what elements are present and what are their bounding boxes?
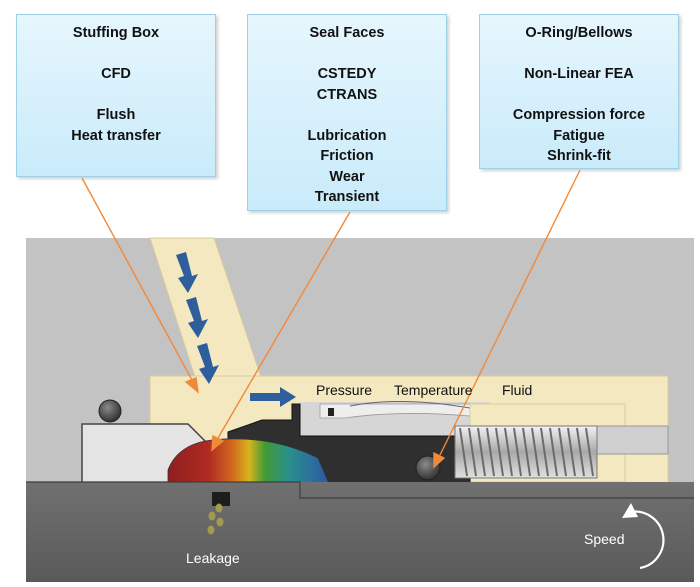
o-ring-top-left [98,399,122,423]
stuffing-box-method: CFD [101,66,131,82]
flow-direction-arrow [250,387,296,407]
oring-bellows-item-compression-force: Compression force [512,107,646,123]
cavity-slot [328,408,334,416]
spring-coil [558,427,567,477]
spring-coil [576,427,585,477]
spring-coil [540,427,549,477]
spring-coil [585,427,594,477]
spring-coil [468,427,477,477]
spring-coil [486,427,495,477]
rotation-arc [629,510,665,570]
stuffing-box-item-heat-transfer: Heat transfer [71,127,161,144]
spring-coil [459,427,468,477]
seal-faces-item-wear: Wear [329,168,365,185]
seal-faces-item-lubrication: Lubrication [307,127,387,144]
shaft [26,482,694,582]
spring-coil [504,427,513,477]
stuffing-box-callout: Stuffing Box CFD Flush Heat transfer [16,14,216,177]
spring-coil [531,427,540,477]
oring-bellows-method: Non-Linear FEA [524,66,634,82]
spring-coil [513,427,522,477]
spring-coil [495,427,504,477]
temperature-label: Temperature [394,382,473,398]
spring-coil [549,427,558,477]
seal-faces-item-friction: Friction [320,148,374,164]
seal-spring [454,425,598,479]
oring-bellows-title: O-Ring/Bellows [525,25,633,41]
sleeve-notch [212,492,230,506]
speed-label: Speed [584,531,624,547]
seal-faces-item-transient: Transient [314,189,380,205]
shaft-step [26,481,694,499]
spring-coil [477,427,486,477]
rotation-arrow-head [622,503,638,518]
seal-faces-method-ctrans: CTRANS [316,86,378,103]
seal-faces-callout: Seal Faces CSTEDY CTRANS Lubrication Fri… [247,14,447,211]
leakage-label: Leakage [186,550,240,566]
fluid-label: Fluid [502,382,532,398]
stuffing-box-item-flush: Flush [96,107,136,123]
seal-faces-method-cstedy: CSTEDY [317,66,377,82]
oring-bellows-item-shrink-fit: Shrink-fit [547,148,611,164]
stuffing-box-title: Stuffing Box [72,25,160,41]
seal-faces-title: Seal Faces [309,25,385,41]
pressure-label: Pressure [316,382,372,398]
spring-coil [567,427,576,477]
spring-coil [522,427,531,477]
oring-bellows-callout: O-Ring/Bellows Non-Linear FEA Compressio… [479,14,679,169]
spring-end-cap [595,425,669,455]
cavity-line [349,400,471,409]
flush-flow-arrows [176,252,219,384]
oring-bellows-item-fatigue: Fatigue [553,127,605,144]
leader-lines [81,169,581,469]
leakage-droplets [207,503,224,535]
